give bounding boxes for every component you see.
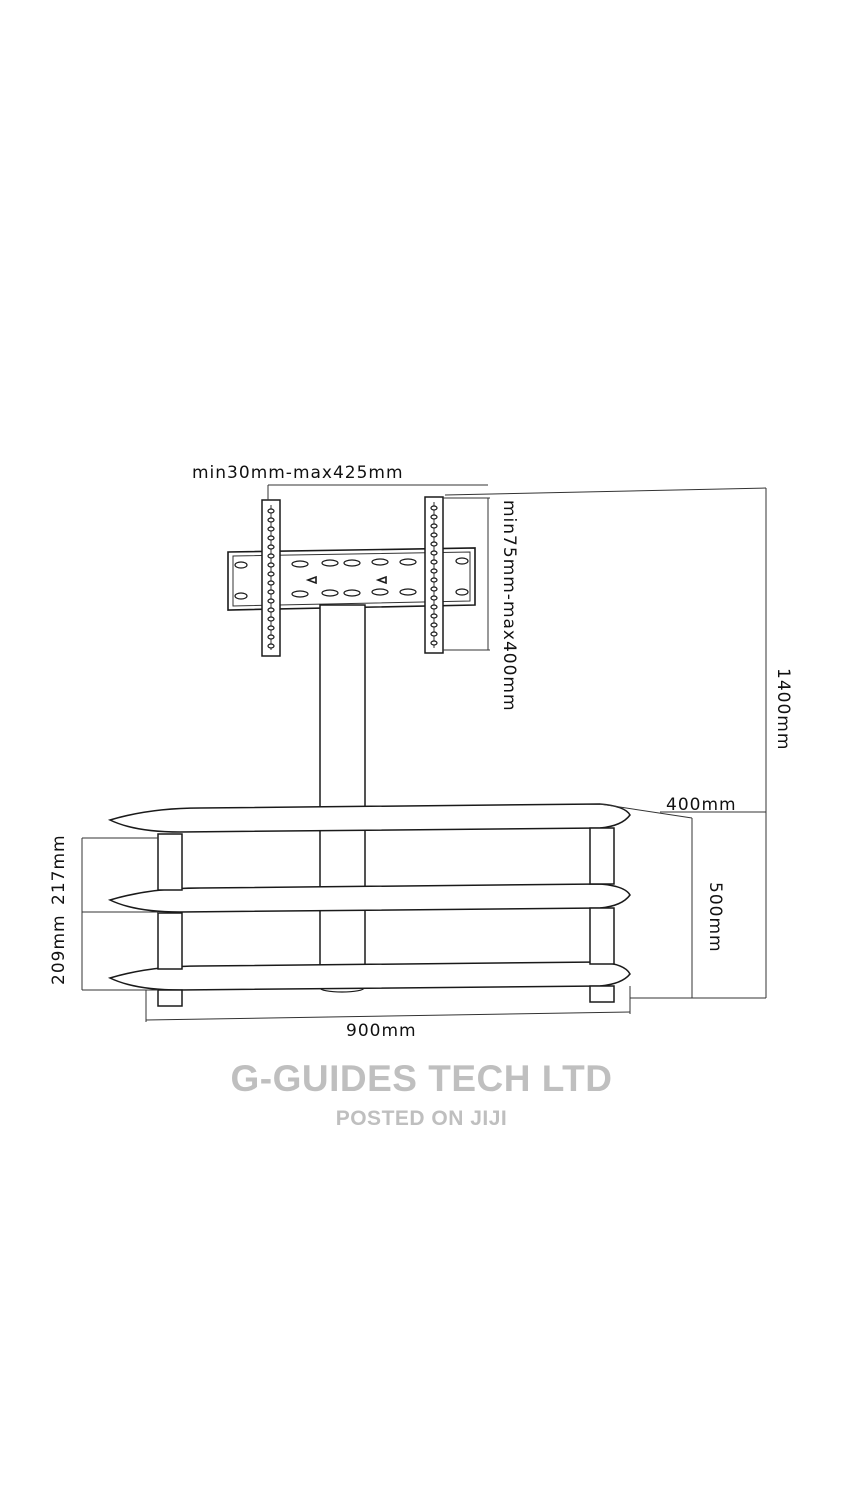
bracket-slot-hole <box>430 559 438 565</box>
bracket-slot-hole <box>430 586 438 592</box>
bracket-slot-hole <box>430 532 438 538</box>
bracket-slot-hole <box>267 508 275 514</box>
bracket-slot-hole <box>267 571 275 577</box>
bracket-slot-hole <box>430 577 438 583</box>
bracket-slot-hole <box>267 526 275 532</box>
bracket-slot-hole <box>430 631 438 637</box>
bracket-slot-hole <box>267 616 275 622</box>
bracket-slot-hole <box>430 640 438 646</box>
bracket-slot-hole <box>430 514 438 520</box>
tv-mount-bracket <box>227 496 476 657</box>
bracket-slot-hole <box>267 598 275 604</box>
bracket-slot-hole <box>267 535 275 541</box>
bracket-slot-hole <box>267 625 275 631</box>
watermark-subtitle: POSTED ON JIJI <box>335 1107 508 1130</box>
bracket-width-label: min30mm-max425mm <box>192 463 404 483</box>
bracket-slot-hole <box>267 607 275 613</box>
width-label: 900mm <box>346 1021 417 1041</box>
bracket-slot-hole <box>267 562 275 568</box>
bracket-slot-hole <box>430 550 438 556</box>
depth-label: 400mm <box>666 795 737 815</box>
bracket-slot-hole <box>267 517 275 523</box>
bracket-slot-hole <box>430 613 438 619</box>
dimension-lines <box>81 484 767 1022</box>
bracket-slot-hole <box>430 568 438 574</box>
total-height-label: 1400mm <box>773 668 793 750</box>
bracket-height-label: min75mm-max400mm <box>499 500 519 712</box>
bracket-slot-hole <box>430 604 438 610</box>
bracket-slot-hole <box>267 544 275 550</box>
bracket-slot-hole <box>430 523 438 529</box>
bracket-slot-hole <box>267 589 275 595</box>
shelf-bottom-gap-label: 209mm <box>49 914 69 985</box>
bracket-slot-hole <box>267 634 275 640</box>
watermark-title: G-GUIDES TECH LTD <box>230 1058 613 1099</box>
shelf-block-height-label: 500mm <box>705 882 725 953</box>
bracket-slot-hole <box>267 643 275 649</box>
bracket-slot-hole <box>430 622 438 628</box>
side-posts <box>157 827 615 1007</box>
bracket-slot-hole <box>430 595 438 601</box>
shelves <box>107 803 631 991</box>
shelf-top-gap-label: 217mm <box>49 834 69 905</box>
center-column <box>319 604 366 993</box>
bracket-slot-hole <box>267 553 275 559</box>
bracket-slot-hole <box>430 505 438 511</box>
bracket-slot-hole <box>430 541 438 547</box>
bracket-slot-hole <box>267 580 275 586</box>
